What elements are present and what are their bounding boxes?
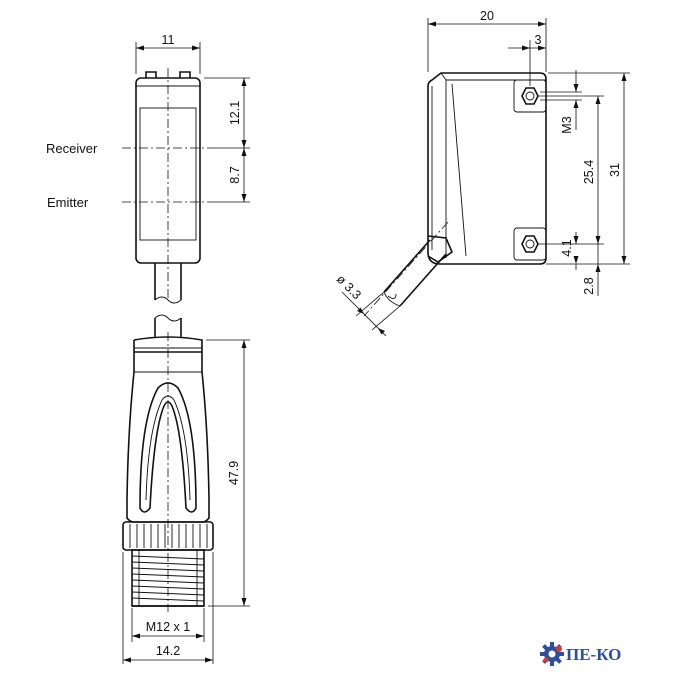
front-view-sensor [122, 68, 214, 304]
dim-thread-label: M12 x 1 [146, 620, 191, 634]
dimension-connector-length: 47.9 [206, 339, 250, 607]
dim-connector-width-label: 14.2 [156, 644, 180, 658]
dimension-front-width: 11 [135, 33, 201, 74]
dimension-connector-width: 14.2 [122, 552, 214, 664]
dimension-total-height: 31 [548, 72, 630, 265]
dimension-side-depth: 20 [427, 9, 547, 72]
dim-upper-offset-label: 12.1 [228, 101, 242, 125]
dim-hole-spacing-label: 25.4 [582, 160, 596, 184]
receiver-label: Receiver [46, 141, 98, 156]
dimension-hole-offset: 3 [508, 33, 546, 86]
dim-lower-offset-label: 8.7 [228, 166, 242, 183]
dim-front-width-label: 11 [162, 33, 175, 47]
dim-cable-diameter-label: ø 3.3 [334, 272, 364, 302]
gear-icon [540, 642, 564, 666]
dim-side-depth-label: 20 [480, 9, 494, 23]
dim-connector-length-label: 47.9 [227, 461, 241, 485]
dimension-screw: M3 [540, 70, 582, 134]
side-view-sensor [363, 72, 547, 317]
dimension-cable-diameter: ø 3.3 [334, 272, 401, 337]
dimension-thread: M12 x 1 [131, 608, 205, 642]
dim-hole-bottom-label: 4.1 [560, 239, 574, 256]
dim-screw-label: M3 [560, 116, 574, 133]
emitter-label: Emitter [47, 195, 89, 210]
brand-logo-text: ПЕ-КО [566, 645, 621, 664]
dim-total-height-label: 31 [608, 163, 622, 177]
connector-plug [122, 314, 214, 612]
brand-logo: ПЕ-КО [540, 642, 621, 666]
dim-hole-offset-label: 3 [535, 33, 542, 47]
dim-cable-offset-label: 2.8 [582, 277, 596, 294]
dimension-front-vertical: 12.1 8.7 [204, 77, 250, 203]
dimension-hole-spacing: 25.4 4.1 2.8 [538, 95, 604, 296]
